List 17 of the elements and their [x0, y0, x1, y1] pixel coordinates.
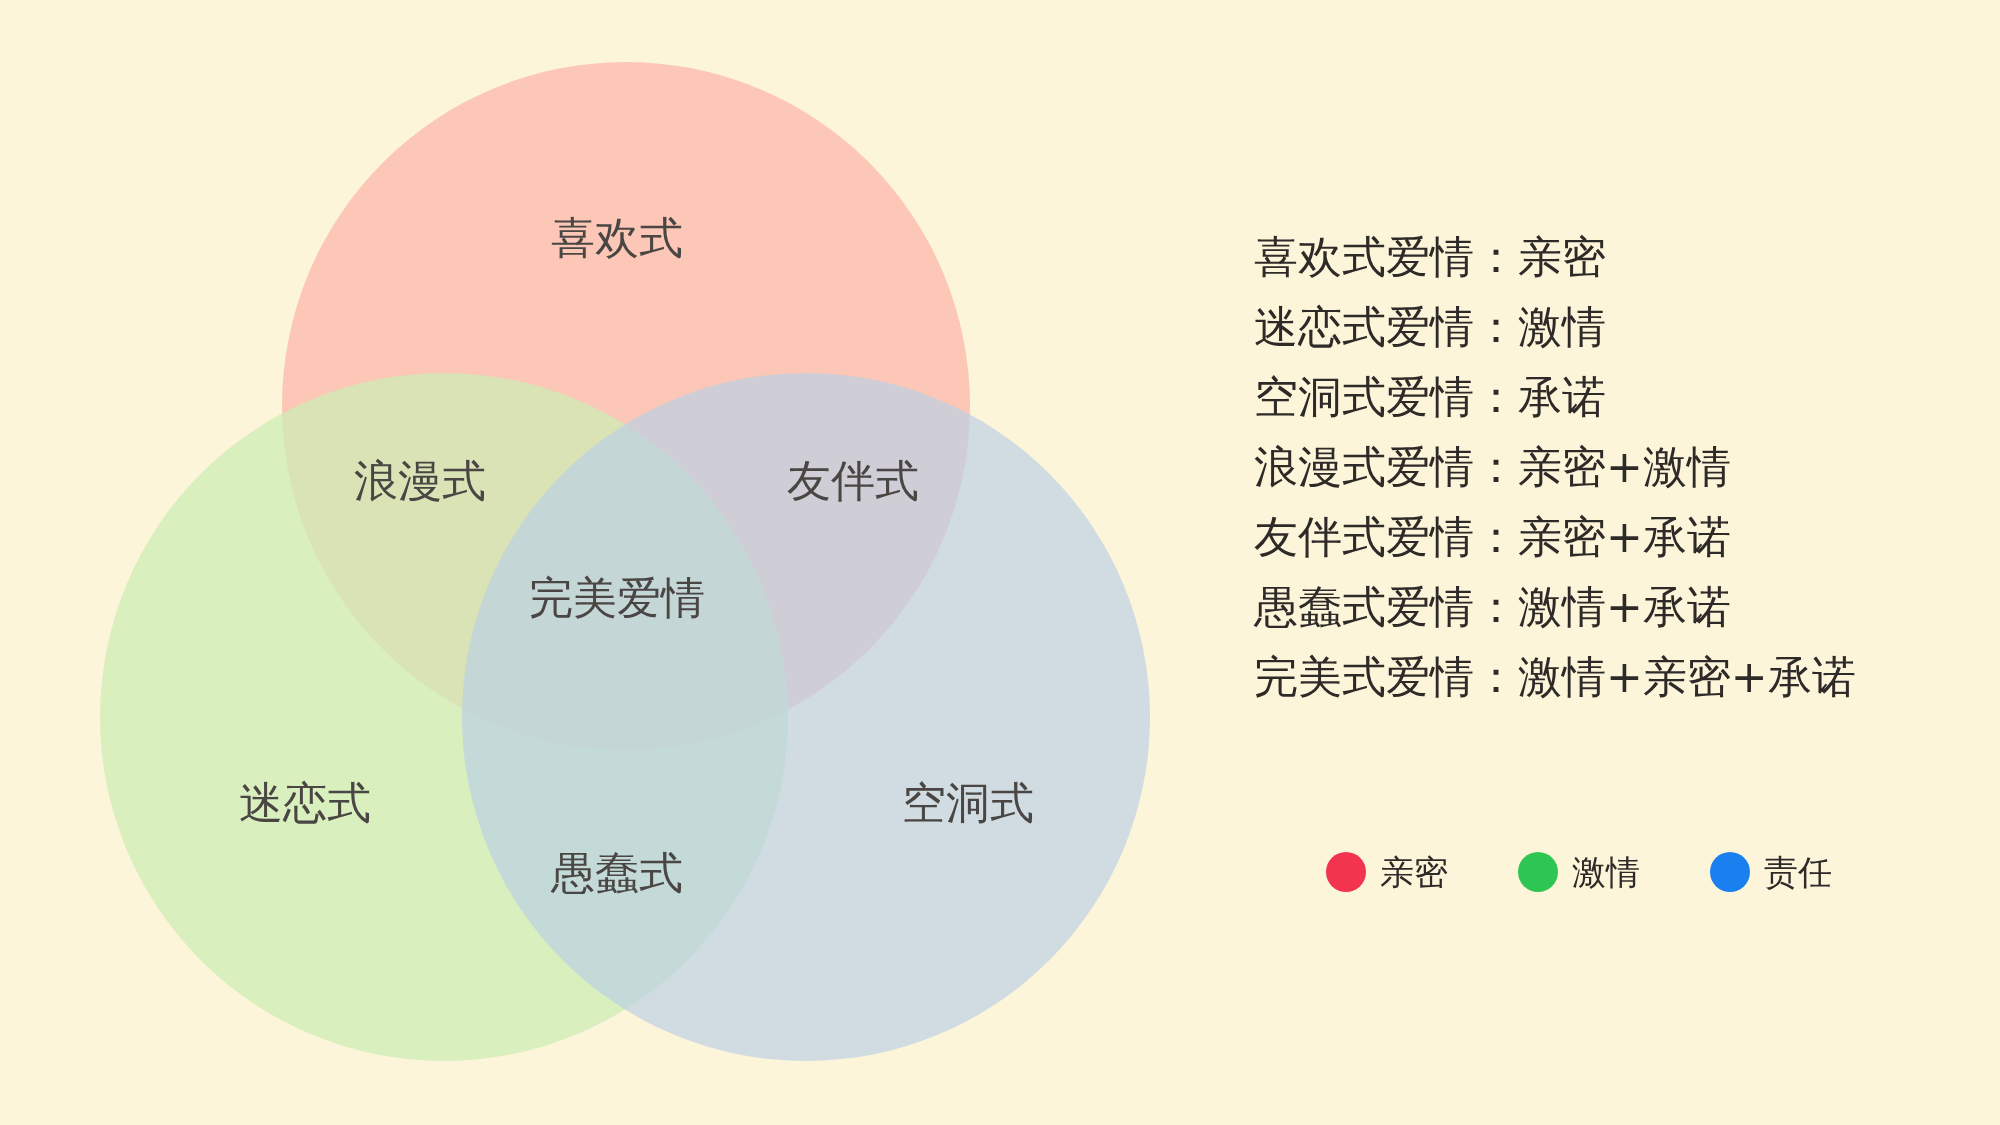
definition-text: 喜欢式爱情：亲密 [1254, 232, 1607, 282]
overlap-label: 愚蠢式 [551, 851, 683, 895]
overlap-label: 友伴式 [787, 459, 919, 503]
definition-text: 完美式爱情：激情+亲密+承诺 [1254, 652, 1856, 702]
definition-text: 友伴式爱情：亲密+承诺 [1254, 512, 1732, 562]
definition-text: 愚蠢式爱情：激情+承诺 [1254, 582, 1732, 632]
definition-text: 迷恋式爱情：激情 [1254, 302, 1607, 352]
definition-text: 空洞式爱情：承诺 [1254, 372, 1607, 422]
legend-label: 激情 [1572, 855, 1640, 889]
legend-label: 亲密 [1380, 855, 1448, 889]
circle-label: 迷恋式 [239, 781, 371, 825]
overlap-label: 完美爱情 [529, 576, 705, 620]
legend-label: 责任 [1764, 855, 1832, 889]
definition-text: 浪漫式爱情：亲密+激情 [1254, 442, 1732, 492]
circle-label: 喜欢式 [551, 216, 683, 260]
circle-label: 空洞式 [902, 781, 1034, 825]
overlap-label: 浪漫式 [354, 459, 486, 503]
